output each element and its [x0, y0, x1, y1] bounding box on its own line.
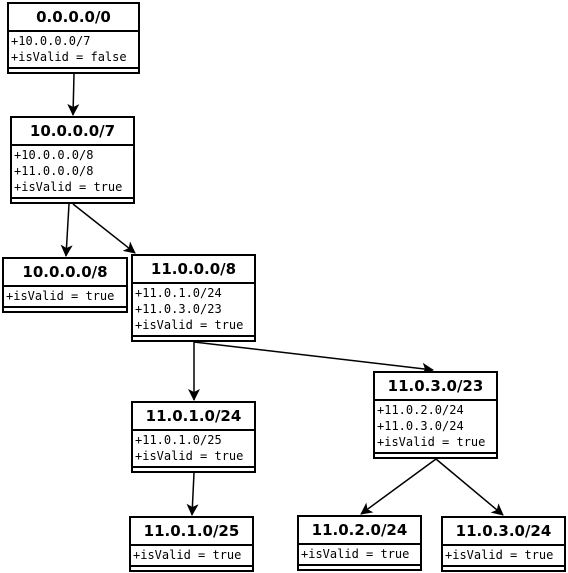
- edge-n5-n8: [435, 458, 504, 516]
- attribute-line: +11.0.1.0/24: [135, 286, 222, 300]
- class-title: 11.0.3.0/23: [375, 373, 496, 401]
- class-attributes: +11.0.1.0/25 +isValid = true: [133, 431, 254, 468]
- attribute-line: +isValid = false: [11, 50, 127, 64]
- attribute-line: +11.0.3.0/23: [135, 302, 222, 316]
- attribute-line: +isValid = true: [445, 548, 554, 562]
- attribute-line: +11.0.2.0/24: [377, 403, 464, 417]
- class-attributes: +isValid = true: [443, 546, 564, 567]
- edge-n3-n5: [193, 341, 434, 375]
- attribute-line: +isValid = true: [14, 180, 123, 194]
- class-operations: [133, 337, 254, 341]
- class-box-n5[interactable]: 11.0.3.0/23 +11.0.2.0/24 +11.0.3.0/24 +isVa…: [373, 371, 498, 459]
- class-attributes: +isValid = true: [299, 545, 420, 566]
- attribute-line: +isValid = true: [133, 548, 242, 562]
- class-attributes: +10.0.0.0/8 +11.0.0.0/8 +isValid = true: [12, 146, 133, 199]
- class-attributes: +10.0.0.0/7 +isValid = false: [9, 32, 138, 69]
- attribute-line: +10.0.0.0/7: [11, 34, 91, 48]
- class-title: 11.0.0.0/8: [133, 256, 254, 284]
- attribute-line: +isValid = true: [301, 547, 410, 561]
- class-title: 11.0.1.0/24: [133, 403, 254, 431]
- attribute-line: +isValid = true: [135, 449, 244, 463]
- class-attributes: +11.0.1.0/24 +11.0.3.0/23 +isValid = true: [133, 284, 254, 337]
- edge-n4-n6: [186, 472, 199, 516]
- attribute-line: +10.0.0.0/8: [14, 148, 94, 162]
- class-box-n1[interactable]: 10.0.0.0/7 +10.0.0.0/8 +11.0.0.0/8 +isValid…: [10, 116, 135, 204]
- class-attributes: +isValid = true: [4, 287, 126, 308]
- class-attributes: +isValid = true: [131, 546, 252, 567]
- class-title: 11.0.3.0/24: [443, 518, 564, 546]
- class-attributes: +11.0.2.0/24 +11.0.3.0/24 +isValid = true: [375, 401, 496, 454]
- edge-n1-n3: [72, 203, 136, 254]
- class-operations: [131, 567, 252, 571]
- attribute-line: +11.0.0.0/8: [14, 164, 94, 178]
- attribute-line: +11.0.1.0/25: [135, 433, 222, 447]
- edge-n0-n1: [67, 73, 80, 116]
- class-box-n8[interactable]: 11.0.3.0/24 +isValid = true: [441, 516, 566, 572]
- class-box-n3[interactable]: 11.0.0.0/8 +11.0.1.0/24 +11.0.3.0/23 +isVal…: [131, 254, 256, 342]
- class-box-n7[interactable]: 11.0.2.0/24 +isValid = true: [297, 515, 422, 571]
- class-title: 10.0.0.0/7: [12, 118, 133, 146]
- class-title: 11.0.2.0/24: [299, 517, 420, 545]
- class-title: 10.0.0.0/8: [4, 259, 126, 287]
- class-operations: [133, 468, 254, 472]
- attribute-line: +isValid = true: [6, 289, 115, 303]
- attribute-line: +isValid = true: [135, 318, 244, 332]
- class-box-n6[interactable]: 11.0.1.0/25 +isValid = true: [129, 516, 254, 572]
- class-box-n4[interactable]: 11.0.1.0/24 +11.0.1.0/25 +isValid = true: [131, 401, 256, 473]
- class-operations: [443, 567, 564, 571]
- class-operations: [9, 69, 138, 73]
- attribute-line: +isValid = true: [377, 435, 486, 449]
- attribute-line: +11.0.3.0/24: [377, 419, 464, 433]
- edge-n5-n7: [360, 458, 437, 515]
- class-box-n2[interactable]: 10.0.0.0/8 +isValid = true: [2, 257, 128, 313]
- class-operations: [12, 199, 133, 203]
- edge-n1-n2: [60, 203, 73, 257]
- class-title: 11.0.1.0/25: [131, 518, 252, 546]
- class-operations: [375, 454, 496, 458]
- class-box-n0[interactable]: 0.0.0.0/0 +10.0.0.0/7 +isValid = false: [7, 2, 140, 74]
- class-operations: [299, 566, 420, 570]
- class-title: 0.0.0.0/0: [9, 4, 138, 32]
- class-operations: [4, 308, 126, 312]
